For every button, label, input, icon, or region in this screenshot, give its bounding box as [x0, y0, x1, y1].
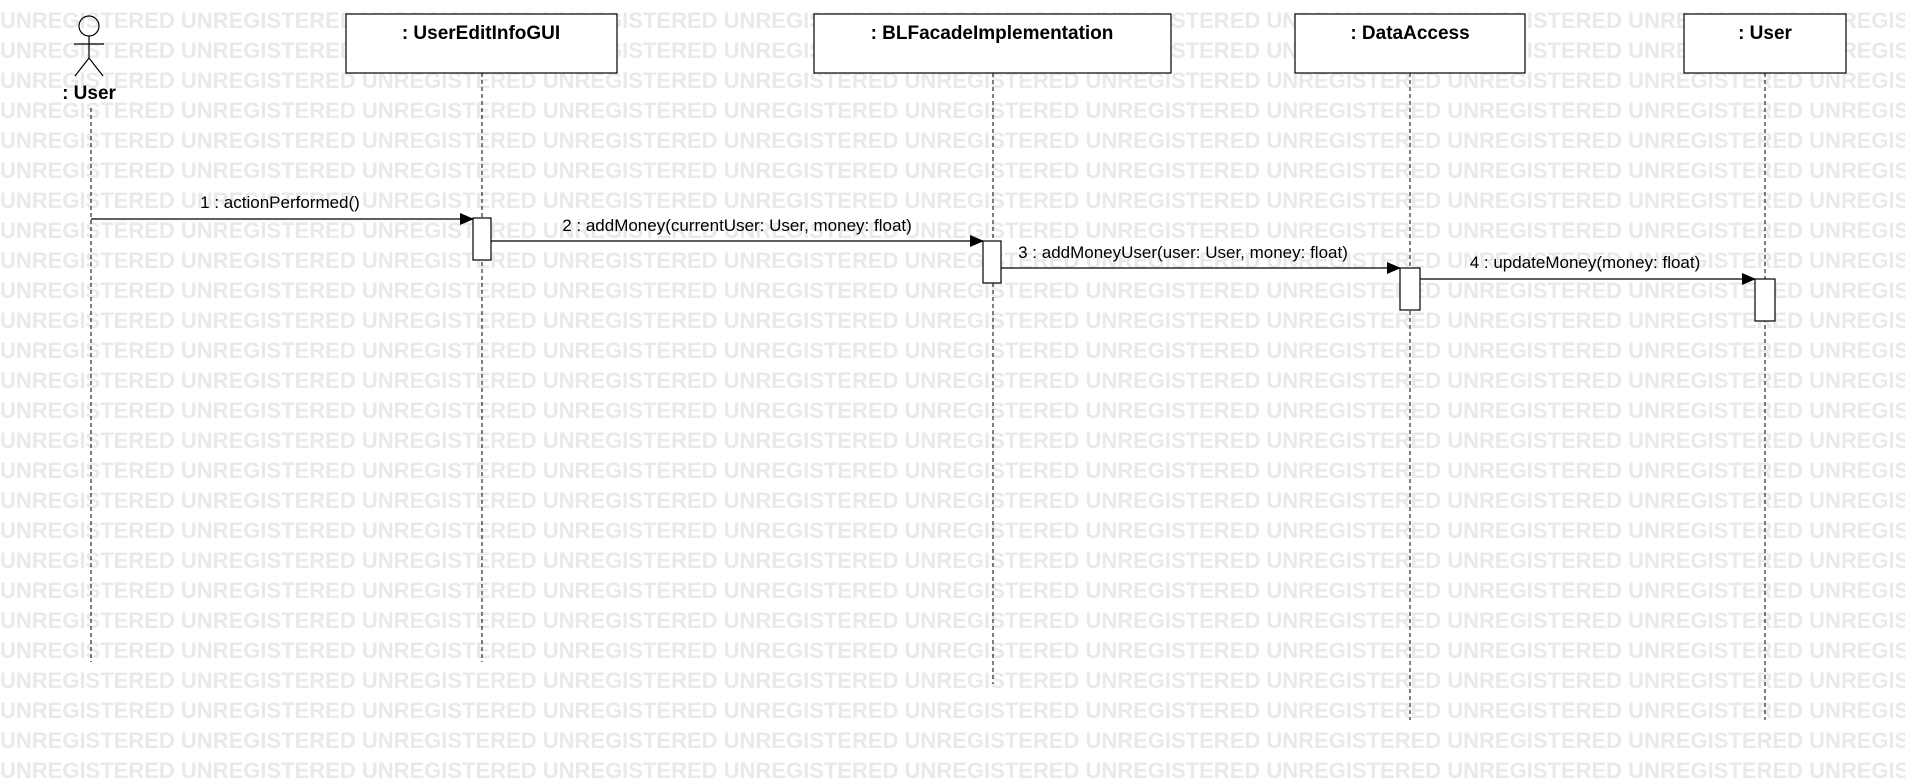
activation-blfacadeimplementation: [982, 240, 1002, 284]
watermark-row: UNREGISTERED UNREGISTERED UNREGISTERED U…: [0, 248, 1905, 273]
watermark-row: UNREGISTERED UNREGISTERED UNREGISTERED U…: [0, 578, 1905, 603]
watermark-row: UNREGISTERED UNREGISTERED UNREGISTERED U…: [0, 98, 1905, 123]
lifeline-label: : BLFacadeImplementation: [871, 23, 1114, 44]
watermark-row: UNREGISTERED UNREGISTERED UNREGISTERED U…: [0, 398, 1905, 423]
activation-dataaccess: [1399, 267, 1421, 311]
watermark-row: UNREGISTERED UNREGISTERED UNREGISTERED U…: [0, 608, 1905, 633]
stick-figure-icon: [74, 15, 104, 77]
message-label: 1 : actionPerformed(): [200, 193, 360, 212]
activation-user: [1754, 278, 1776, 322]
watermark-row: UNREGISTERED UNREGISTERED UNREGISTERED U…: [0, 428, 1905, 453]
lifeline-label: : DataAccess: [1350, 23, 1469, 44]
watermark-row: UNREGISTERED UNREGISTERED UNREGISTERED U…: [0, 728, 1905, 753]
watermark-row: UNREGISTERED UNREGISTERED UNREGISTERED U…: [0, 518, 1905, 543]
message-label: 4 : updateMoney(money: float): [1470, 253, 1701, 272]
activation-usereditinfogui: [472, 217, 492, 261]
watermark-row: UNREGISTERED UNREGISTERED UNREGISTERED U…: [0, 308, 1905, 333]
actor-label: : User: [62, 83, 116, 104]
watermark-row: UNREGISTERED UNREGISTERED UNREGISTERED U…: [0, 458, 1905, 483]
message-2[interactable]: 2 : addMoney(currentUser: User, money: f…: [491, 216, 984, 247]
watermark-row: UNREGISTERED UNREGISTERED UNREGISTERED U…: [0, 548, 1905, 573]
message-4[interactable]: 4 : updateMoney(money: float): [1420, 253, 1756, 285]
message-3[interactable]: 3 : addMoneyUser(user: User, money: floa…: [1001, 243, 1401, 274]
watermark-row: UNREGISTERED UNREGISTERED UNREGISTERED U…: [0, 278, 1905, 303]
watermark-row: UNREGISTERED UNREGISTERED UNREGISTERED U…: [0, 368, 1905, 393]
watermark-row: UNREGISTERED UNREGISTERED UNREGISTERED U…: [0, 638, 1905, 663]
watermark-row: UNREGISTERED UNREGISTERED UNREGISTERED U…: [0, 128, 1905, 153]
watermark-row: UNREGISTERED UNREGISTERED UNREGISTERED U…: [0, 488, 1905, 513]
message-label: 2 : addMoney(currentUser: User, money: f…: [562, 216, 912, 235]
watermark-row: UNREGISTERED UNREGISTERED UNREGISTERED U…: [0, 698, 1905, 723]
watermark-row: UNREGISTERED UNREGISTERED UNREGISTERED U…: [0, 338, 1905, 363]
lifeline-label: : UserEditInfoGUI: [402, 23, 560, 44]
actor-user[interactable]: : User: [62, 15, 117, 104]
watermark-row: UNREGISTERED UNREGISTERED UNREGISTERED U…: [0, 758, 1905, 783]
lifeline-blfacadeimplementation[interactable]: : BLFacadeImplementation: [813, 13, 1172, 74]
message-label: 3 : addMoneyUser(user: User, money: floa…: [1018, 243, 1348, 262]
lifeline-label: : User: [1738, 23, 1792, 44]
watermark-row: UNREGISTERED UNREGISTERED UNREGISTERED U…: [0, 158, 1905, 183]
watermark-row: UNREGISTERED UNREGISTERED UNREGISTERED U…: [0, 188, 1905, 213]
lifeline-usereditinfogui[interactable]: : UserEditInfoGUI: [345, 13, 618, 74]
watermark-row: UNREGISTERED UNREGISTERED UNREGISTERED U…: [0, 218, 1905, 243]
lifeline-user[interactable]: : User: [1683, 13, 1847, 74]
lifeline-dataaccess[interactable]: : DataAccess: [1294, 13, 1526, 74]
watermark-row: UNREGISTERED UNREGISTERED UNREGISTERED U…: [0, 668, 1905, 693]
message-1[interactable]: 1 : actionPerformed(): [91, 193, 474, 225]
